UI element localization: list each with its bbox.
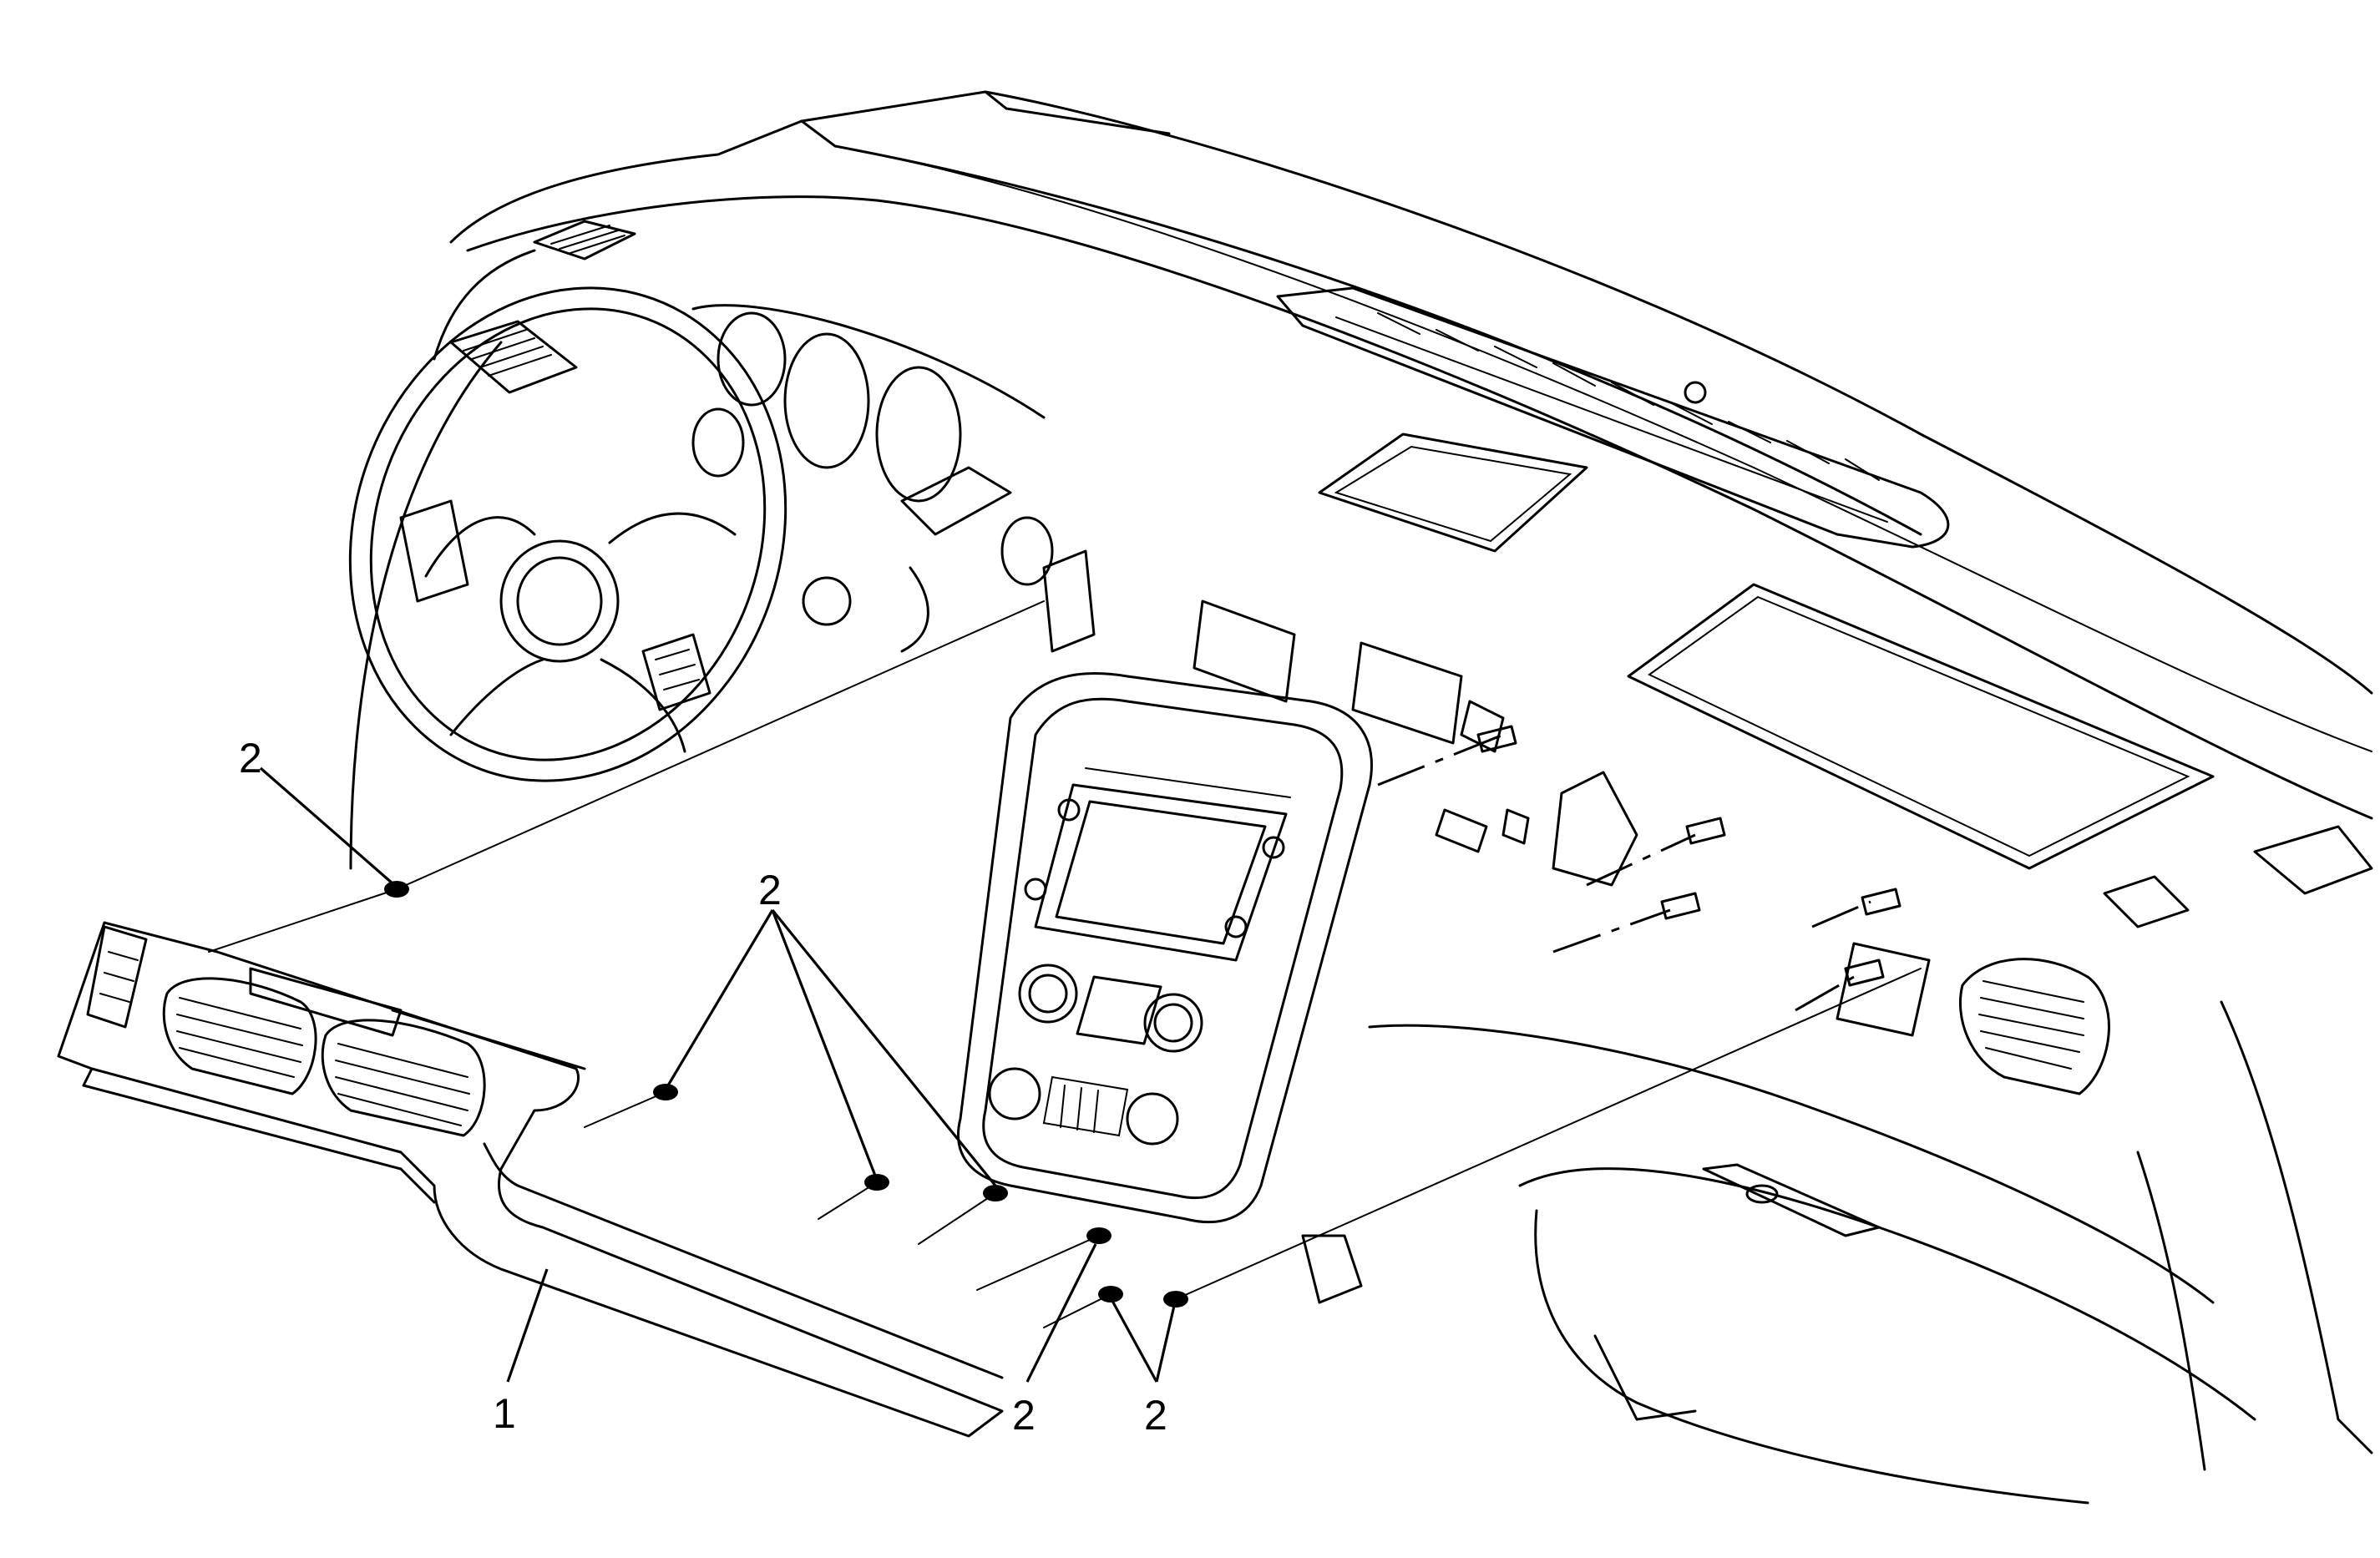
- trim-plate-end-grille: [86, 925, 148, 1029]
- callout-2-middle: 2: [758, 867, 782, 913]
- passenger-airbag-door: [1627, 583, 2215, 870]
- alignment-lines: [208, 600, 1922, 1328]
- center-stack-bezel: [957, 672, 1373, 1224]
- callout-1: 1: [493, 1390, 516, 1437]
- windshield-defrost-vent: [1276, 286, 1950, 549]
- top-speaker-panel: [1318, 432, 1588, 553]
- callout-labels: 2 2 1 2 2: [239, 735, 1167, 1439]
- lower-dash-glovebox: [1301, 1000, 2373, 1505]
- right-side-vent: [1958, 825, 2373, 1095]
- callout-2-bottom-right: 2: [1144, 1392, 1167, 1439]
- steering-column: [802, 466, 1096, 653]
- retainer-slots: [1476, 725, 1901, 987]
- callout-leaders: [259, 766, 1176, 1383]
- steering-wheel: [348, 286, 787, 782]
- trim-plate-left-vent: [162, 977, 317, 1095]
- radio-display: [1024, 767, 1291, 962]
- alignment-dashed-lines: [1377, 733, 1871, 1012]
- left-defrost-grille: [533, 220, 636, 261]
- instrument-cluster: [691, 304, 1054, 586]
- dashboard-shell: [349, 90, 2373, 870]
- callout-2-top-left: 2: [239, 735, 262, 782]
- trim-plate-right-vent: [321, 1019, 486, 1137]
- callout-2-bottom-left: 2: [1012, 1392, 1036, 1439]
- left-side-vent: [449, 320, 578, 394]
- support-brackets: [1193, 599, 1931, 1037]
- hvac-controls: [988, 964, 1203, 1146]
- instrument-panel-trim-plate: [57, 921, 1004, 1438]
